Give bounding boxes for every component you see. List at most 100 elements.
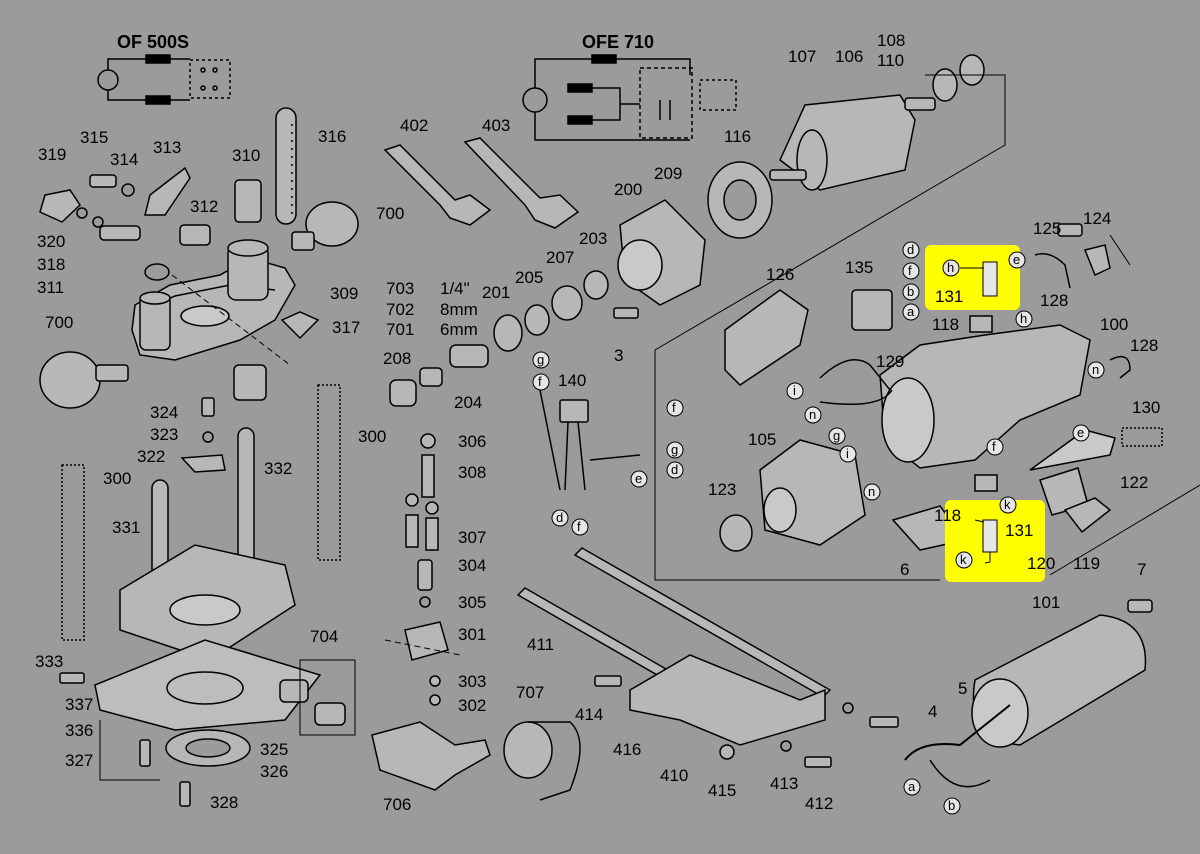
- label-306: 306: [458, 432, 486, 451]
- label-414: 414: [575, 705, 603, 724]
- label-124: 124: [1083, 209, 1111, 228]
- label-318: 318: [37, 255, 65, 274]
- svg-text:a: a: [908, 779, 916, 794]
- bearing-203: [583, 270, 609, 300]
- label-203: 203: [579, 229, 607, 248]
- label-307: 307: [458, 528, 486, 547]
- switch-126: [724, 289, 809, 386]
- leader-lines: [99, 74, 1200, 781]
- center-parts: [383, 137, 773, 706]
- label-205: 205: [515, 268, 543, 287]
- svg-text:h: h: [947, 260, 954, 275]
- label-702: 702: [386, 300, 414, 319]
- svg-text:f: f: [908, 263, 912, 278]
- collet-204: [449, 344, 489, 368]
- label-6: 6: [900, 560, 909, 579]
- label-332: 332: [264, 459, 292, 478]
- letter-b-2: b: [943, 797, 961, 815]
- label-327: 327: [65, 751, 93, 770]
- label-106: 106: [835, 47, 863, 66]
- label-130: 130: [1132, 398, 1160, 417]
- svg-text:g: g: [537, 352, 544, 367]
- screw-308: [421, 454, 435, 498]
- label-207: 207: [546, 248, 574, 267]
- label-323: 323: [150, 425, 178, 444]
- letter-n-3: n: [1087, 361, 1105, 379]
- letter-k-1: k: [999, 496, 1017, 514]
- label-402: 402: [400, 116, 428, 135]
- label-123: 123: [708, 480, 736, 499]
- label-316: 316: [318, 127, 346, 146]
- letter-f-1: f: [532, 373, 550, 391]
- label-128-right: 128: [1130, 336, 1158, 355]
- knob-700-left: [39, 351, 101, 409]
- letter-n-2: n: [863, 483, 881, 501]
- slider-119: [1063, 497, 1112, 534]
- label-200: 200: [614, 180, 642, 199]
- svg-text:f: f: [672, 400, 676, 415]
- title-ofe710: OFE 710: [582, 32, 654, 52]
- letter-f-5: f: [986, 438, 1004, 456]
- spring-122: [1121, 427, 1163, 447]
- label-119: 119: [1073, 554, 1100, 573]
- size-703: 1/4": [440, 279, 470, 298]
- label-313: 313: [153, 138, 181, 157]
- label-120: 120: [1027, 554, 1055, 573]
- label-326: 326: [260, 762, 288, 781]
- size-702: 8mm: [440, 300, 478, 319]
- label-118-bottom: 118: [934, 506, 961, 525]
- label-308: 308: [458, 463, 486, 482]
- sub-plate-337: [94, 639, 322, 731]
- wiring-of500s: OF 500S: [97, 32, 231, 105]
- label-305: 305: [458, 593, 486, 612]
- label-304: 304: [458, 556, 486, 575]
- label-208: 208: [383, 349, 411, 368]
- letter-h-2: h: [1015, 310, 1033, 328]
- brushholder-118-top: [969, 315, 993, 333]
- part-labels: 315 319 314 313 310 316 312 320 318 311 …: [35, 31, 1160, 814]
- svg-text:k: k: [1004, 497, 1011, 512]
- wrench-403: [463, 137, 580, 229]
- letter-d-3: d: [902, 241, 920, 259]
- label-110: 110: [877, 51, 904, 70]
- screw-312: [179, 224, 211, 246]
- label-324: 324: [150, 403, 178, 422]
- spring-300-left: [61, 464, 85, 641]
- letter-g-3: g: [828, 427, 846, 445]
- label-707: 707: [516, 683, 544, 702]
- label-100: 100: [1100, 315, 1128, 334]
- wing-317: [280, 311, 320, 340]
- svg-text:a: a: [907, 304, 915, 319]
- label-303: 303: [458, 672, 486, 691]
- svg-text:f: f: [577, 519, 581, 534]
- svg-text:d: d: [671, 462, 678, 477]
- svg-text:k: k: [960, 552, 967, 567]
- label-319: 319: [38, 145, 66, 164]
- label-413: 413: [770, 774, 798, 793]
- size-701: 6mm: [440, 320, 478, 339]
- label-140: 140: [558, 371, 586, 390]
- label-5: 5: [958, 679, 967, 698]
- letter-n-1: n: [804, 406, 822, 424]
- label-129: 129: [876, 352, 904, 371]
- svg-text:e: e: [1077, 425, 1084, 440]
- letter-e-2: e: [1008, 251, 1026, 269]
- letter-a-2: a: [903, 778, 921, 796]
- knob-301: [404, 621, 449, 661]
- label-706: 706: [383, 795, 411, 814]
- label-131-bottom: 131: [1005, 521, 1033, 540]
- clip-124: [1083, 244, 1111, 277]
- label-309: 309: [330, 284, 358, 303]
- letter-f-2: f: [571, 518, 589, 536]
- label-415: 415: [708, 781, 736, 800]
- label-118-top: 118: [932, 315, 959, 334]
- label-703: 703: [386, 279, 414, 298]
- label-122: 122: [1120, 473, 1148, 492]
- letter-k-2: k: [955, 551, 973, 569]
- label-416: 416: [613, 740, 641, 759]
- label-403: 403: [482, 116, 510, 135]
- label-108: 108: [877, 31, 905, 50]
- label-333: 333: [35, 652, 63, 671]
- knob-700-top: [305, 201, 359, 247]
- label-131-top: 131: [935, 287, 963, 306]
